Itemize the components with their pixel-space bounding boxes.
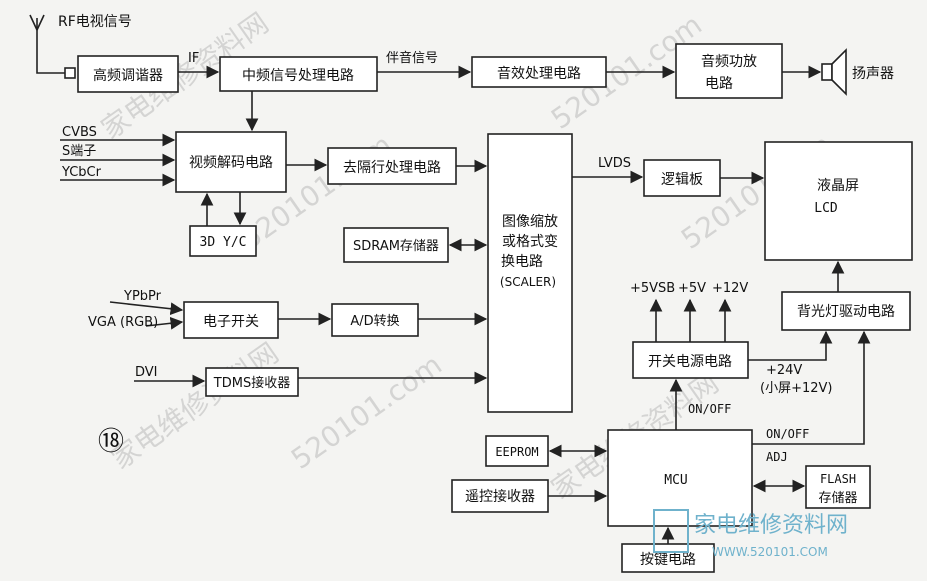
speaker-icon <box>821 48 847 96</box>
site-logo-url: WWW.520101.COM <box>712 545 828 559</box>
eeprom-label: EEPROM <box>495 445 538 459</box>
tuner-block <box>77 55 179 93</box>
logic-board-label: 逻辑板 <box>661 172 703 188</box>
audio-amp-label-2: 电路 <box>705 76 733 92</box>
tuner-label: 高频调谐器 <box>93 67 163 84</box>
antenna-icon <box>29 14 66 74</box>
switching-psu-label: 开关电源电路 <box>648 354 732 370</box>
eeprom-block <box>485 435 549 467</box>
backlight-driver-label: 背光灯驱动电路 <box>797 304 895 320</box>
watermark-url: 520101.com <box>285 348 448 476</box>
sdram-label: SDRAM存储器 <box>353 239 439 254</box>
lcd-label-2: LCD <box>814 201 838 216</box>
lcd-panel-block <box>764 141 913 261</box>
flash-label-2: 存储器 <box>818 491 857 506</box>
plus5vsb-label: +5VSB <box>630 281 675 296</box>
accompany-audio-label: 伴音信号 <box>386 50 438 66</box>
remote-receiver-label: 遥控接收器 <box>465 488 535 505</box>
lcd-label-1: 液晶屏 <box>817 178 859 194</box>
switching-psu-block <box>632 341 749 379</box>
ypbpr-label: YPbPr <box>123 289 162 304</box>
video-decoder-block <box>175 131 287 193</box>
small-screen-label: (小屏+12V) <box>760 381 832 396</box>
flash-memory-block <box>805 465 871 509</box>
audio-amp-label-1: 音频功放 <box>701 53 757 70</box>
tdms-receiver-block <box>205 367 299 397</box>
on-off-backlight-label: ON/OFF <box>766 427 809 441</box>
backlight-driver-block <box>781 291 911 331</box>
plus24v-label: +24V <box>766 363 802 378</box>
mcu-label: MCU <box>664 473 687 488</box>
if-processing-label: 中频信号处理电路 <box>242 68 354 84</box>
plus5v-label: +5V <box>678 281 706 296</box>
ad-converter-label: A/D转换 <box>350 314 399 329</box>
scaler-label-2: 或格式变 <box>502 234 558 250</box>
electronic-switch-block <box>183 301 279 339</box>
adj-label: ADJ <box>766 450 788 464</box>
ad-converter-block <box>331 303 419 337</box>
vga-label: VGA (RGB) <box>88 315 158 330</box>
cvbs-label: CVBS <box>62 125 97 140</box>
scaler-label-1: 图像缩放 <box>502 214 558 230</box>
deinterlace-label: 去隔行处理电路 <box>343 160 441 176</box>
comb-filter-label: 3D Y/C <box>200 235 247 250</box>
dvi-label: DVI <box>135 365 158 380</box>
plus12v-label: +12V <box>712 281 748 296</box>
on-off-psu-label: ON/OFF <box>688 402 731 416</box>
audio-amp-block <box>675 43 783 99</box>
lvds-label: LVDS <box>598 156 631 171</box>
scaler-label-4: (SCALER) <box>500 275 556 289</box>
deinterlace-block <box>327 147 457 185</box>
electronic-switch-label: 电子开关 <box>203 314 259 330</box>
audio-effect-label: 音效处理电路 <box>497 65 581 82</box>
sdram-block <box>343 227 449 263</box>
if-label: IF <box>188 51 199 66</box>
audio-effect-block <box>471 56 607 88</box>
tuner-input-port <box>64 67 76 79</box>
scaler-block <box>487 133 573 413</box>
key-circuit-block <box>621 543 715 573</box>
remote-receiver-block <box>451 479 549 513</box>
site-logo: 家电维修资料网 WWW.520101.COM <box>653 509 848 559</box>
watermark-text: 家电维修资料网 <box>105 336 284 475</box>
figure-number: ⑱ <box>98 427 124 457</box>
key-circuit-label: 按键电路 <box>640 552 696 568</box>
video-decoder-label: 视频解码电路 <box>189 155 273 171</box>
scaler-label-3: 换电路 <box>501 253 543 270</box>
site-logo-text: 家电维修资料网 <box>694 513 848 538</box>
flash-label-1: FLASH <box>820 472 856 486</box>
tdms-receiver-label: TDMS接收器 <box>213 375 290 391</box>
rf-signal-label: RF电视信号 <box>58 14 132 30</box>
if-processing-block <box>219 56 378 92</box>
s-terminal-label: S端子 <box>62 144 96 159</box>
speaker-label: 扬声器 <box>852 66 894 82</box>
comb-filter-block <box>189 225 257 257</box>
ycbcr-label: YCbCr <box>61 165 102 180</box>
